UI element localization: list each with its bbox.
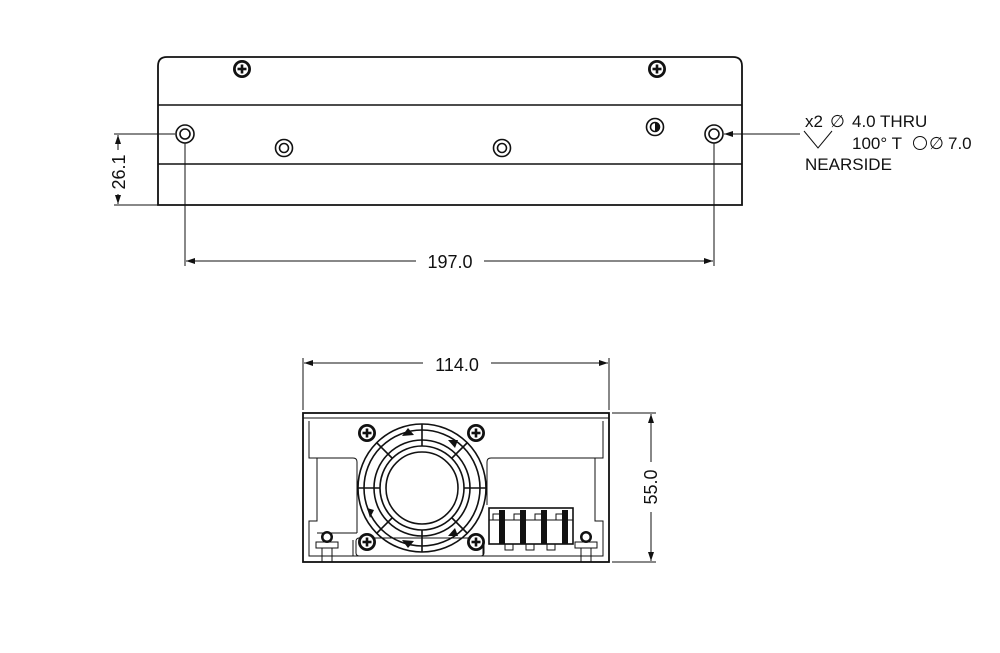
rivet-icon — [492, 138, 512, 158]
callout-hole-spec: 4.0 THRU — [852, 112, 927, 131]
top-view: 26.1 197.0 x2 ∅ 4.0 THRU 100° T ∅ 7.0 NE… — [106, 56, 972, 272]
screw-icon — [467, 533, 485, 551]
mounting-foot-right — [574, 531, 598, 562]
terminal-block-icon — [488, 507, 574, 551]
front-view: 114.0 55.0 — [302, 352, 663, 563]
top-view-housing — [157, 56, 743, 206]
fan-icon — [357, 423, 487, 553]
height-dimension-label: 26.1 — [109, 154, 129, 189]
screw-icon — [233, 60, 251, 78]
countersink-symbol-icon — [803, 130, 833, 149]
front-view-housing — [302, 412, 610, 563]
depth-circle-icon — [913, 136, 927, 150]
callout-cs-diameter-symbol: ∅ — [929, 134, 944, 153]
mounting-foot-left — [315, 531, 339, 562]
rivet-icon — [274, 138, 294, 158]
callout-countersink-prefix: 100° T — [852, 134, 902, 153]
front-height-dimension-label: 55.0 — [641, 469, 661, 504]
indicator-led-icon — [645, 117, 665, 137]
callout-cs-diameter: 7.0 — [948, 134, 972, 153]
width-dimension-label: 197.0 — [427, 252, 472, 272]
screw-icon — [358, 424, 376, 442]
callout-qty: x2 — [805, 112, 823, 131]
front-width-dimension-label: 114.0 — [435, 355, 479, 375]
callout-diameter-symbol: ∅ — [830, 112, 845, 131]
screw-icon — [467, 424, 485, 442]
screw-icon — [358, 533, 376, 551]
callout-side: NEARSIDE — [805, 155, 892, 174]
screw-icon — [648, 60, 666, 78]
